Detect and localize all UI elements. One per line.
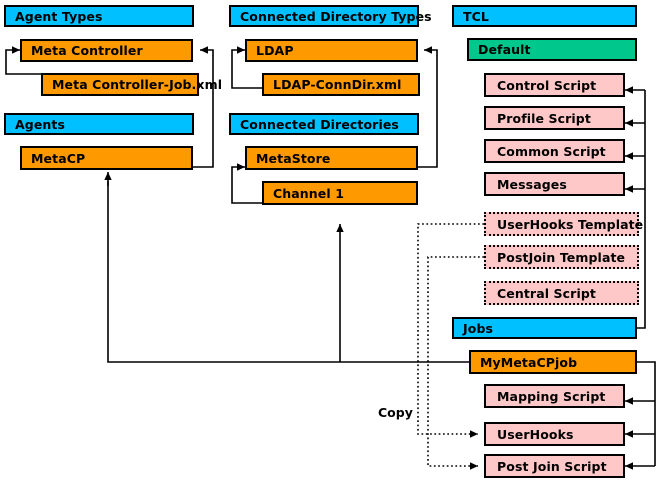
box-label: LDAP-ConnDir.xml xyxy=(273,77,402,92)
box-label: Meta Controller-Job.xml xyxy=(52,77,223,92)
group-header-agent-types: Agent Types xyxy=(4,5,194,27)
node-ldap[interactable]: LDAP xyxy=(245,39,418,62)
box-label: Profile Script xyxy=(497,110,591,126)
box-label: Connected Directory Types xyxy=(240,8,432,24)
box-label: Agent Types xyxy=(15,8,103,24)
box-label: Messages xyxy=(497,176,567,192)
copy-annotation-label: Copy xyxy=(378,405,413,420)
box-label: Common Script xyxy=(497,143,606,159)
box-label: LDAP xyxy=(256,43,294,58)
node-control-script[interactable]: Control Script xyxy=(484,73,625,97)
box-label: Post Join Script xyxy=(497,458,607,474)
group-header-connected-directory-types: Connected Directory Types xyxy=(229,5,432,27)
box-label: Control Script xyxy=(497,77,597,93)
node-common-script[interactable]: Common Script xyxy=(484,139,625,163)
box-label: Default xyxy=(478,42,531,57)
box-label: UserHooks xyxy=(497,426,574,442)
node-messages[interactable]: Messages xyxy=(484,172,625,196)
box-label: MyMetaCPjob xyxy=(480,354,578,370)
box-label: TCL xyxy=(463,8,489,24)
node-mapping-script[interactable]: Mapping Script xyxy=(484,384,625,408)
box-label: Mapping Script xyxy=(497,388,606,404)
node-userhooks-template[interactable]: UserHooks Template xyxy=(484,212,643,236)
box-label: Jobs xyxy=(463,320,494,336)
box-label: MetaStore xyxy=(256,150,331,166)
node-userhooks[interactable]: UserHooks xyxy=(484,422,625,446)
node-ldap-conndir-xml[interactable]: LDAP-ConnDir.xml xyxy=(262,73,420,96)
node-default[interactable]: Default xyxy=(467,38,637,61)
box-label: PostJoin Template xyxy=(497,249,626,265)
node-channel-1[interactable]: Channel 1 xyxy=(262,181,418,205)
node-post-join-script[interactable]: Post Join Script xyxy=(484,454,625,478)
group-header-agents: Agents xyxy=(4,113,194,135)
box-label: UserHooks Template xyxy=(497,216,644,232)
box-label: Meta Controller xyxy=(31,43,143,58)
node-metacp[interactable]: MetaCP xyxy=(20,146,193,170)
group-header-tcl: TCL xyxy=(452,5,637,27)
node-meta-controller-job-xml[interactable]: Meta Controller-Job.xml xyxy=(41,73,222,96)
node-central-script[interactable]: Central Script xyxy=(484,281,639,305)
node-meta-controller[interactable]: Meta Controller xyxy=(20,39,193,62)
box-label: MetaCP xyxy=(31,150,86,166)
box-label: Channel 1 xyxy=(273,185,345,201)
node-postjoin-template[interactable]: PostJoin Template xyxy=(484,245,639,269)
box-label: Agents xyxy=(15,116,66,132)
box-label: Connected Directories xyxy=(240,116,399,132)
node-mymetacpjob[interactable]: MyMetaCPjob xyxy=(469,350,637,374)
group-header-jobs: Jobs xyxy=(452,317,637,339)
box-label: Central Script xyxy=(497,285,596,301)
node-profile-script[interactable]: Profile Script xyxy=(484,106,625,130)
group-header-connected-directories: Connected Directories xyxy=(229,113,419,135)
node-metastore[interactable]: MetaStore xyxy=(245,146,418,170)
